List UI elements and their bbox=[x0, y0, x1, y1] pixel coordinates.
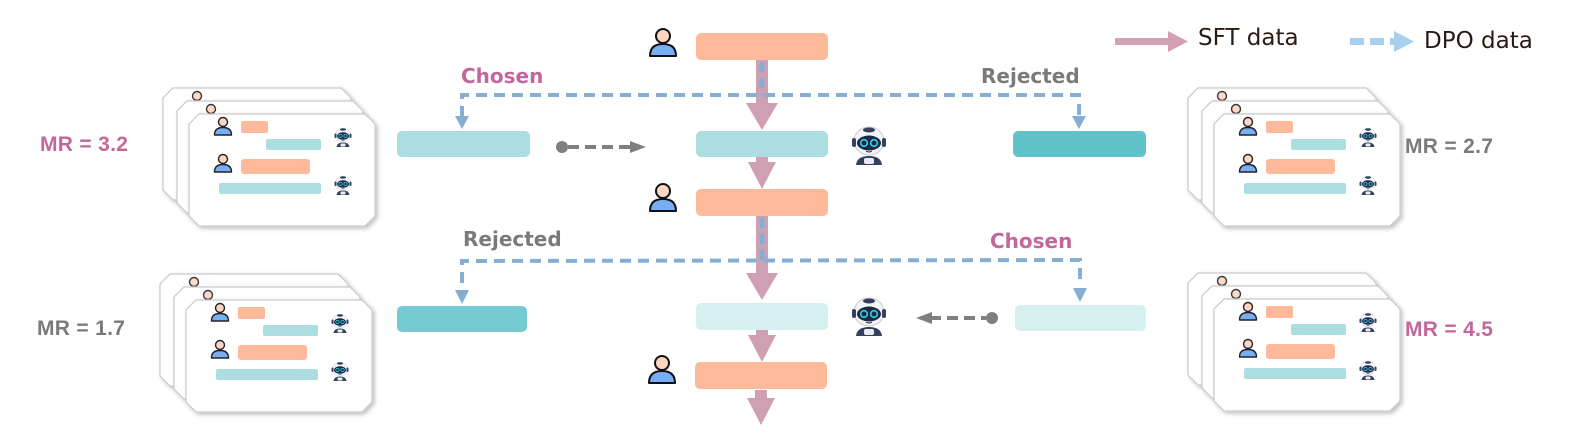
rejected-response-box-1 bbox=[1013, 131, 1146, 157]
user-icon bbox=[648, 355, 676, 384]
user-message-bar bbox=[238, 345, 307, 360]
chosen-response-box-2 bbox=[1015, 305, 1146, 331]
conversation-stack-left-1 bbox=[162, 87, 376, 227]
user-message-box bbox=[696, 189, 828, 216]
assistant-message-box-1 bbox=[696, 131, 828, 157]
conversation-stack-right-1 bbox=[1187, 87, 1401, 227]
user-message-bar bbox=[238, 307, 265, 319]
legend-dpo-arrow-icon bbox=[1350, 31, 1414, 52]
copy-connector-2 bbox=[916, 312, 998, 324]
user-message-bar bbox=[1266, 306, 1293, 318]
branch-1-left-label: Chosen bbox=[461, 64, 544, 88]
mr-score-left-2: MR = 1.7 bbox=[37, 317, 126, 340]
robot-icon bbox=[851, 126, 887, 166]
assistant-message-box-2 bbox=[696, 303, 828, 330]
legend bbox=[1115, 31, 1414, 52]
user-turn-1 bbox=[649, 28, 828, 60]
user-turn-3 bbox=[648, 355, 827, 389]
assistant-message-bar bbox=[216, 369, 318, 380]
mr-score-left-1: MR = 3.2 bbox=[40, 133, 129, 156]
user-icon bbox=[649, 28, 677, 57]
assistant-message-bar bbox=[266, 139, 321, 150]
dpo-branch-2 bbox=[455, 257, 1087, 304]
branch-2-right-label: Chosen bbox=[990, 229, 1073, 253]
assistant-message-bar bbox=[1291, 324, 1346, 335]
chosen-response-box-1 bbox=[397, 131, 530, 157]
assistant-message-bar bbox=[219, 183, 321, 194]
assistant-message-bar bbox=[1291, 139, 1346, 150]
branch-2-left-label: Rejected bbox=[463, 227, 562, 251]
assistant-message-bar bbox=[263, 325, 318, 336]
robot-icon bbox=[851, 297, 887, 337]
copy-connector-1 bbox=[556, 141, 646, 153]
rejected-response-box-2 bbox=[397, 306, 527, 332]
user-message-bar bbox=[241, 159, 310, 174]
user-icon bbox=[649, 183, 677, 212]
user-message-bar bbox=[1266, 159, 1335, 174]
legend-dpo-label: DPO data bbox=[1424, 28, 1533, 54]
user-message-bar bbox=[1266, 121, 1293, 133]
legend-sft-arrow-icon bbox=[1115, 31, 1188, 52]
assistant-message-bar bbox=[1244, 183, 1346, 194]
user-message-box bbox=[696, 33, 828, 60]
mr-score-right-2: MR = 4.5 bbox=[1405, 318, 1494, 341]
user-message-bar bbox=[241, 121, 268, 133]
mr-score-right-1: MR = 2.7 bbox=[1405, 135, 1494, 158]
conversation-stack-left-2 bbox=[159, 273, 373, 413]
assistant-message-bar bbox=[1244, 368, 1346, 379]
dpo-branch-1 bbox=[455, 93, 1086, 129]
legend-sft-label: SFT data bbox=[1198, 25, 1299, 51]
user-message-bar bbox=[1266, 344, 1335, 359]
user-message-box bbox=[695, 362, 827, 389]
user-turn-2 bbox=[649, 183, 828, 216]
branch-1-right-label: Rejected bbox=[981, 64, 1080, 88]
conversation-stack-right-2 bbox=[1187, 272, 1401, 412]
sft-trunk bbox=[746, 60, 778, 425]
